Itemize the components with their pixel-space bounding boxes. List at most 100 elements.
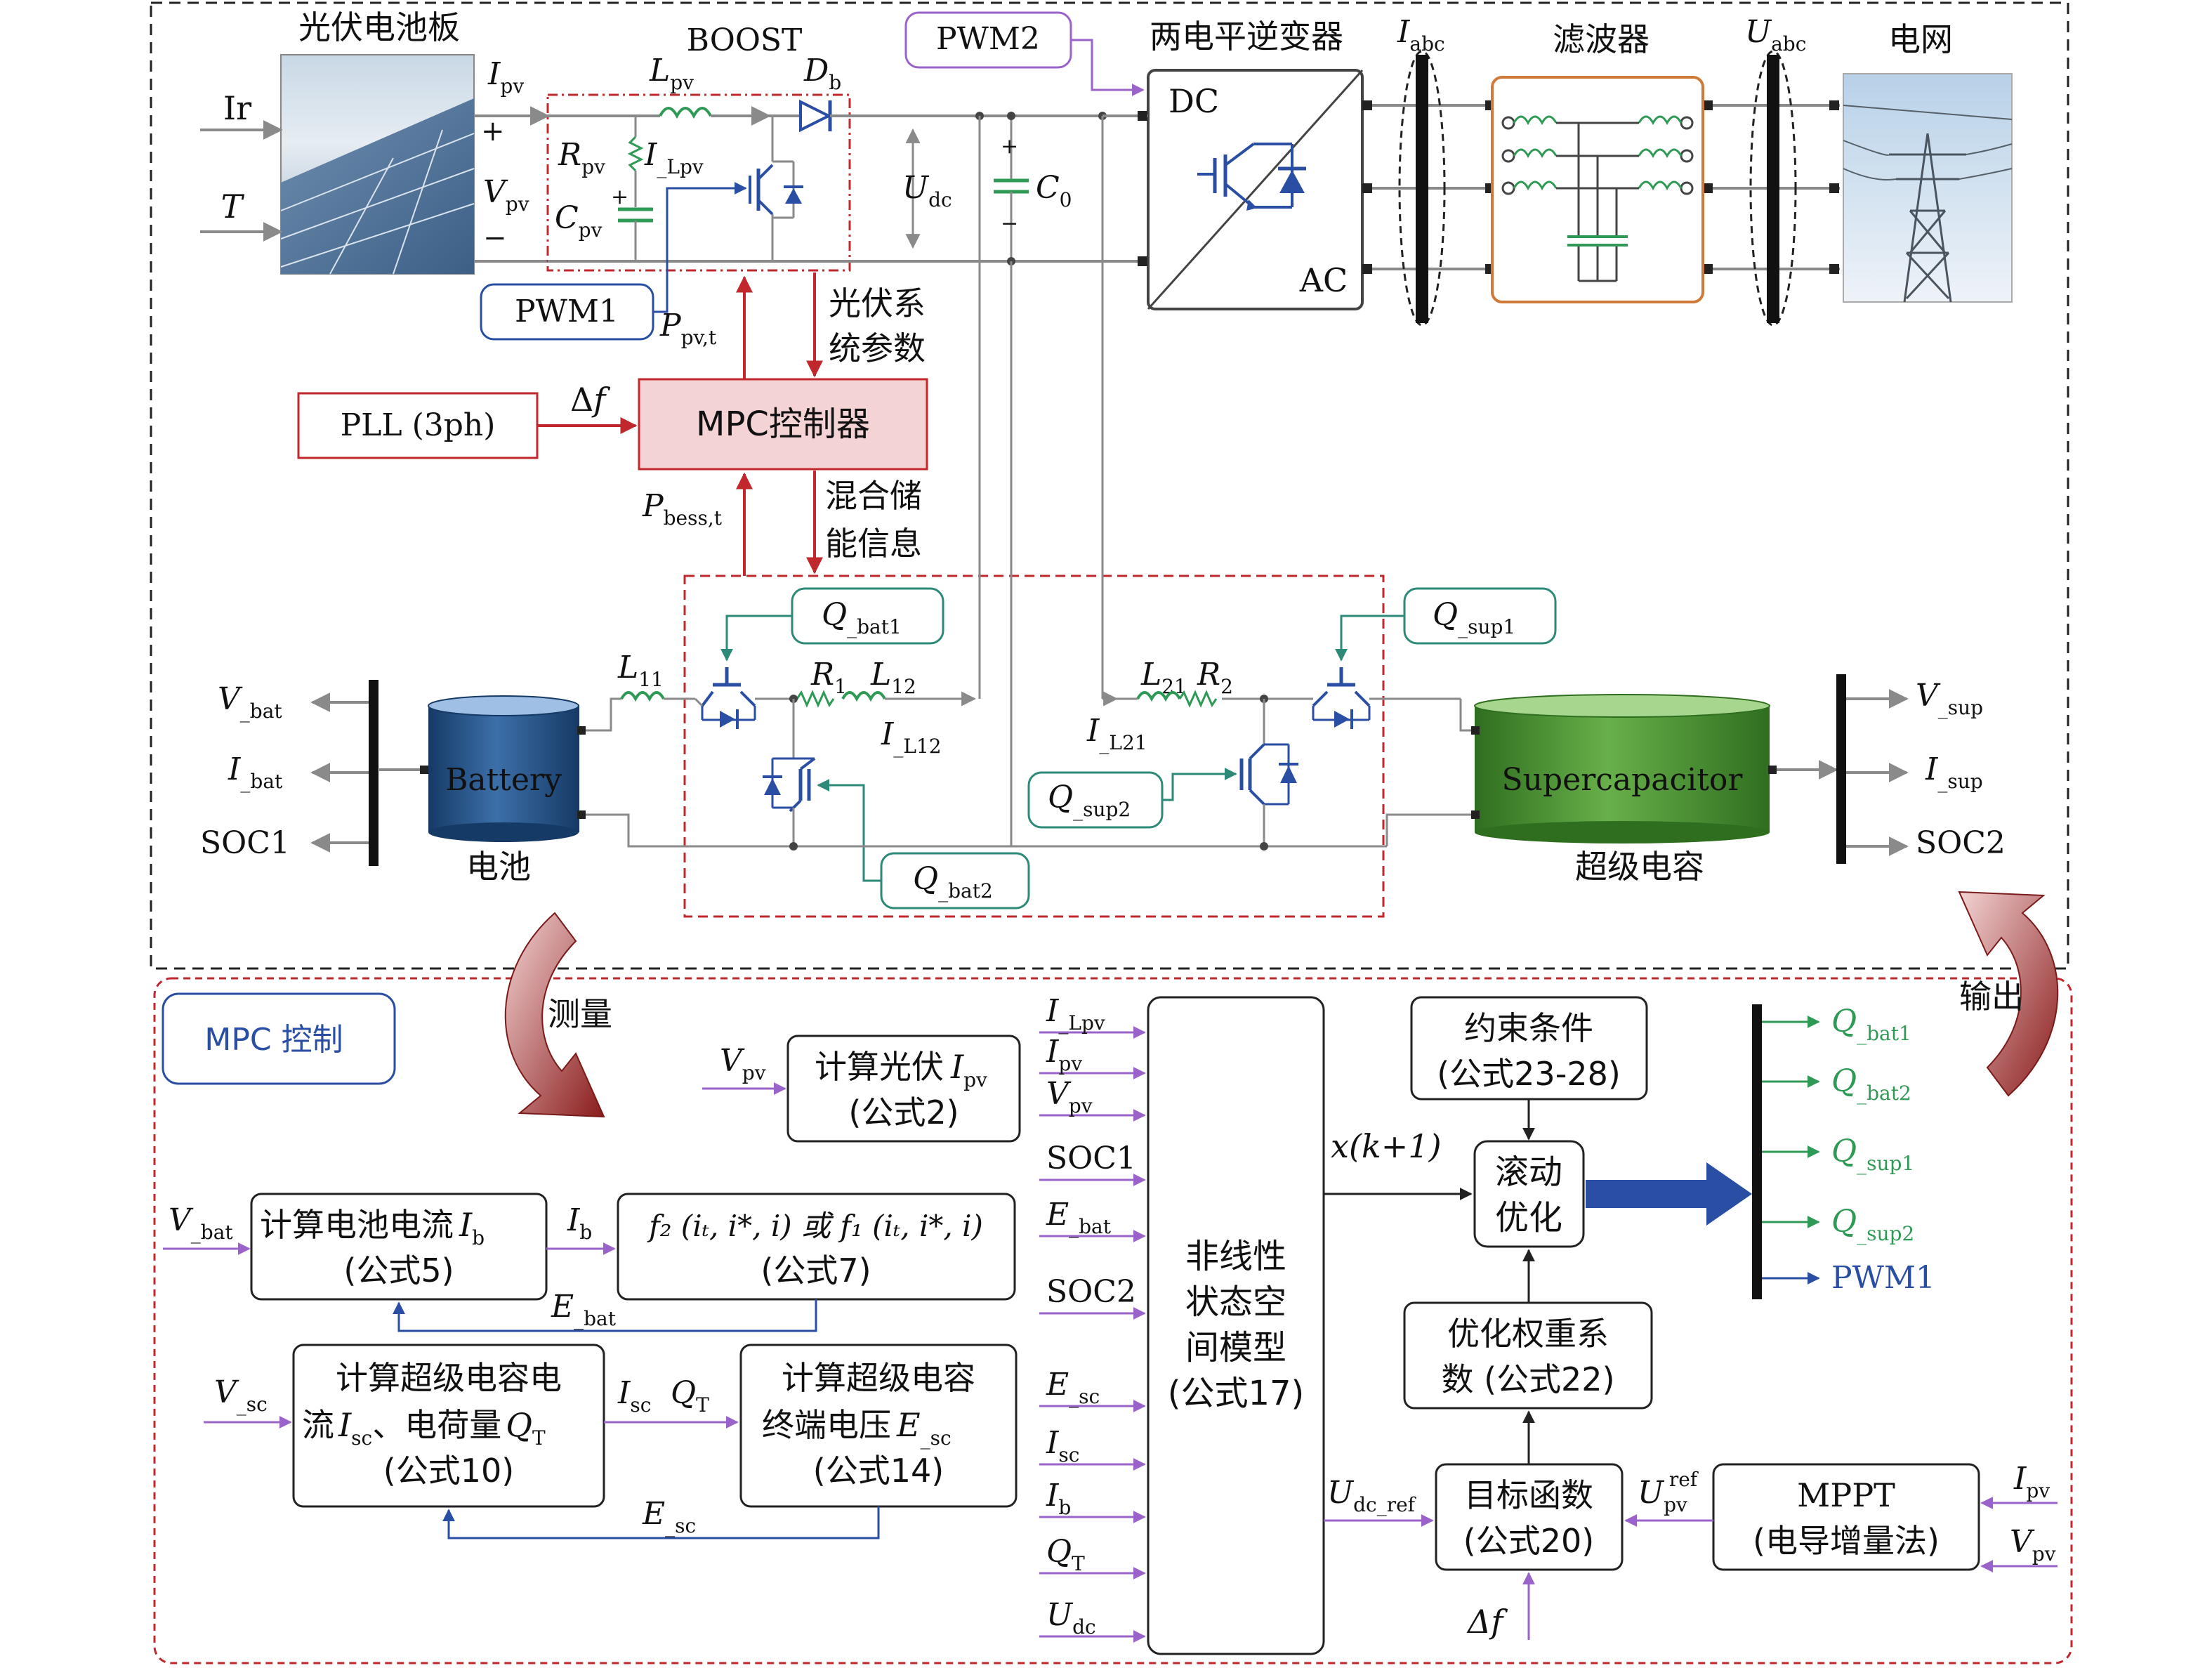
ibat-label: I_bat [228, 751, 283, 793]
pv-plus: + [481, 115, 505, 147]
c0-minus: − [1001, 211, 1018, 236]
uabc-ellipse [1749, 50, 1797, 327]
f-function-line1: f₂ (iₜ, i*, i) 或 f₁ (iₜ, i*, i) [647, 1209, 983, 1243]
model-input-label: E_bat [1046, 1197, 1112, 1238]
lpv-label: Lpv [649, 53, 694, 94]
inverter-ac: AC [1299, 261, 1348, 299]
f-function-line2: (公式7) [761, 1252, 871, 1289]
model-input-label: SOC2 [1046, 1274, 1136, 1310]
hybrid-info-line1: 混合储 [825, 477, 922, 515]
ebat-feedback-arrow [393, 1299, 817, 1332]
qbat2-label: Q_bat2 [913, 861, 993, 902]
qbat1-switch [694, 667, 794, 729]
lpv-inductor [659, 107, 712, 119]
output-label: 输出 [1959, 978, 2024, 1016]
pbess-label: Pbess,t [642, 488, 723, 530]
esc-feedback-arrow [442, 1506, 880, 1539]
output-label-item: Q_bat2 [1831, 1063, 1911, 1105]
calc-esc-line1: 计算超级电容 [782, 1359, 975, 1397]
calc-supercap-input-label: V_sc [214, 1374, 268, 1416]
model-input-label: Ib [1046, 1478, 1071, 1519]
measure-curved-arrow [504, 912, 605, 1118]
upv-ref-label: Upvref [1638, 1468, 1699, 1516]
boost-igbt [749, 116, 803, 261]
mppt-block [1712, 1463, 1980, 1571]
inverter-title: 两电平逆变器 [1150, 18, 1343, 55]
qbat2-switch [763, 699, 816, 846]
calc-pv-block [786, 1035, 1021, 1143]
filter-title: 滤波器 [1553, 20, 1650, 58]
calc-battery-input-label: V_bat [169, 1202, 233, 1244]
model-input-label: I_Lpv [1046, 993, 1105, 1035]
udc-label: Udc [902, 170, 952, 211]
qsup2-arrow [1162, 768, 1237, 801]
t-label: T [221, 188, 245, 225]
output-bus-bar [1752, 1004, 1762, 1299]
inverter-igbt-icon [1197, 143, 1306, 211]
xk1-label: x(k+1) [1331, 1127, 1442, 1165]
model-input-label: Vpv [1046, 1076, 1093, 1117]
esc-feedback-label: E_sc [642, 1496, 696, 1537]
objective-line2: (公式20) [1463, 1522, 1594, 1560]
l11-label: L11 [617, 650, 664, 691]
cpv-label: Cpv [555, 200, 603, 242]
mpc-control-tag-label: MPC 控制 [204, 1022, 343, 1058]
battery-label: Battery [445, 762, 562, 798]
r2-resistor [1178, 690, 1218, 708]
qsup1-arrow [1335, 615, 1404, 662]
output-label-item: Q_sup2 [1831, 1204, 1914, 1245]
bottom-section-frame [153, 977, 2073, 1664]
grid-title: 电网 [1888, 20, 1953, 58]
calc-battery-block [250, 1193, 548, 1301]
c0-label: C0 [1036, 170, 1072, 211]
mpc-controller-box [638, 378, 928, 471]
output-big-arrow [1586, 1162, 1752, 1226]
supercap-cn-label: 超级电容 [1575, 848, 1704, 886]
pv-params-line1: 光伏系 [829, 284, 926, 322]
model-line3: 间模型 [1185, 1328, 1286, 1367]
model-input-label: Udc [1046, 1597, 1096, 1639]
calc-supercap-line3: (公式10) [383, 1452, 514, 1490]
ebat-feedback-label: E_bat [551, 1289, 617, 1330]
dc-node [1007, 112, 1015, 120]
grid-tower-image [1843, 73, 2013, 303]
l12-inductor [841, 691, 886, 702]
model-input-label: E_sc [1046, 1367, 1100, 1408]
constraints-line1: 约束条件 [1464, 1009, 1593, 1047]
isup-label: I_sup [1925, 751, 1983, 793]
r1-label: R1 [810, 657, 847, 698]
weights-line1: 优化权重系 [1447, 1315, 1609, 1353]
vpv-label: Vpv [483, 174, 529, 216]
pv-params-line2: 统参数 [829, 329, 926, 367]
model-input-label: Isc [1046, 1425, 1079, 1466]
measure-label: 测量 [548, 995, 612, 1033]
supercap-bus-bar [1836, 674, 1846, 864]
r2-label: R2 [1197, 657, 1233, 698]
ess-converter-frame [683, 574, 1385, 918]
pll-label: PLL (3ph) [341, 407, 496, 443]
pwm1-arrow [653, 182, 747, 313]
vsup-label: V_sup [1916, 678, 1983, 719]
output-label-item: Q_sup1 [1831, 1134, 1914, 1175]
model-line4: (公式17) [1168, 1374, 1305, 1413]
mppt-vpv-label: Vpv [2010, 1524, 2056, 1565]
model-line2: 状态空 [1185, 1282, 1286, 1322]
soc1-label: SOC1 [200, 825, 290, 861]
boost-title: BOOST [687, 22, 803, 58]
supercapacitor-icon [1471, 694, 1777, 843]
ppvt-label: Ppv,t [659, 308, 717, 349]
mppt-line2: (电导增量法) [1753, 1522, 1940, 1560]
output-label-item: PWM1 [1831, 1260, 1935, 1296]
weights-line2: 数 (公式22) [1441, 1360, 1614, 1398]
pv-minus: − [483, 222, 507, 254]
hybrid-info-line2: 能信息 [825, 525, 922, 563]
inverter-dc: DC [1168, 82, 1219, 120]
battery-cn-label: 电池 [466, 848, 531, 886]
